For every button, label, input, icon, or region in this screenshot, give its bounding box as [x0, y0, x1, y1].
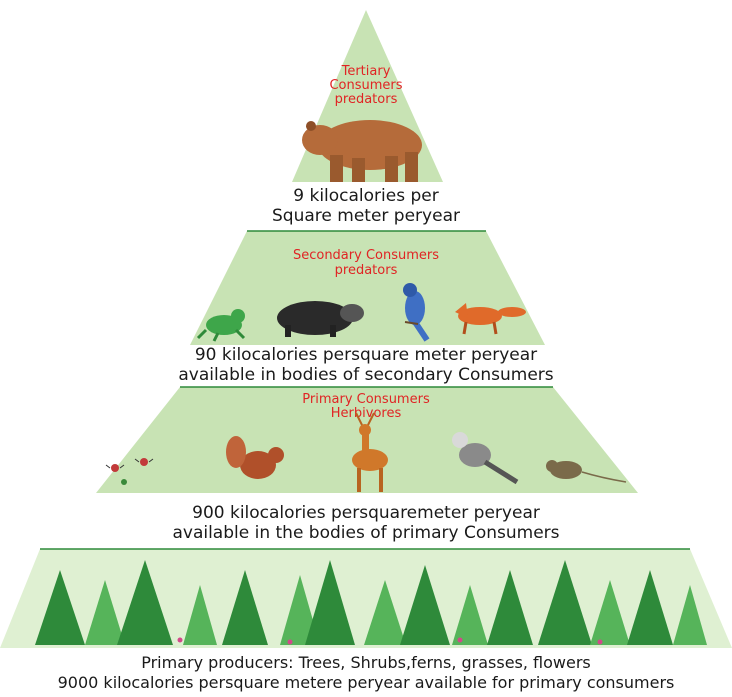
tier-primary: Primary Consumers Herbivores	[96, 386, 638, 493]
tier-secondary-label-2: predators	[335, 263, 398, 278]
frog-icon	[196, 309, 246, 342]
tier-secondary-label-1: Secondary Consumers	[293, 248, 439, 263]
energy-caption-secondary-line-1: 90 kilocalories persquare meter peryear	[194, 345, 538, 365]
deer-icon	[352, 412, 388, 492]
energy-caption-tertiary-line-1: 9 kilocalories per	[293, 186, 439, 206]
insects-icon	[105, 458, 154, 485]
tier-tertiary: Tertiary Consumers predators	[292, 10, 443, 182]
energy-caption-secondary: 90 kilocalories persquare meter peryear …	[0, 345, 732, 385]
tier-primary-label-2: Herbivores	[331, 406, 402, 421]
mouse-icon	[546, 460, 627, 483]
tier-producers	[0, 548, 732, 648]
energy-caption-producers-line-2: 9000 kilocalories persquare metere perye…	[57, 673, 675, 692]
tier-tertiary-label-3: predators	[335, 92, 398, 107]
fox-icon	[455, 303, 526, 335]
energy-caption-tertiary-line-2: Square meter peryear	[272, 206, 460, 226]
blue-jay-icon	[403, 283, 430, 342]
squirrel-icon	[226, 436, 284, 479]
energy-caption-producers-line-1: Primary producers: Trees, Shrubs,ferns, …	[141, 653, 591, 672]
energy-caption-producers: Primary producers: Trees, Shrubs,ferns, …	[0, 653, 732, 693]
energy-caption-secondary-line-2: available in bodies of secondary Consume…	[178, 365, 554, 385]
trees-icon	[35, 560, 707, 645]
energy-caption-tertiary: 9 kilocalories per Square meter peryear	[0, 186, 732, 226]
energy-caption-primary-line-1: 900 kilocalories persquaremeter peryear	[192, 503, 540, 523]
tier-primary-label-1: Primary Consumers	[302, 392, 430, 407]
energy-caption-primary-line-2: available in the bodies of primary Consu…	[172, 523, 560, 543]
tier-tertiary-label-2: Consumers	[329, 78, 402, 93]
bear-icon	[302, 120, 422, 182]
tier-tertiary-label-1: Tertiary	[341, 64, 391, 79]
raccoon-icon	[277, 301, 364, 337]
gray-bird-icon	[452, 432, 519, 485]
energy-caption-primary: 900 kilocalories persquaremeter peryear …	[0, 503, 732, 543]
flowers-icon	[177, 637, 603, 645]
tier-secondary: Secondary Consumers predators	[190, 230, 545, 345]
